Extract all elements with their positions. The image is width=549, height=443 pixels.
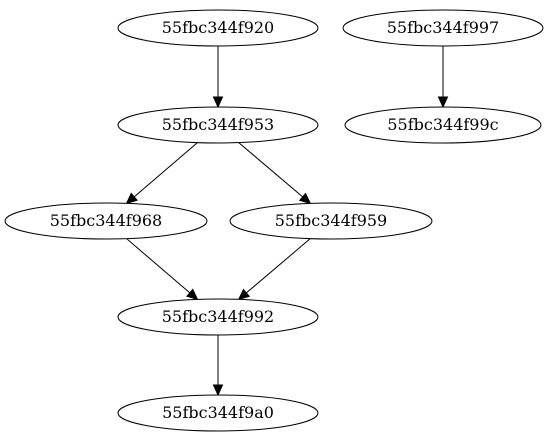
- nodes-layer: 55fbc344f920 55fbc344f997 55fbc344f953 55fb…: [4, 9, 544, 432]
- graph-node: 55fbc344f992: [117, 298, 319, 336]
- arrowhead-icon: [212, 96, 224, 109]
- graph-node: 55fbc344f953: [117, 106, 319, 144]
- graph-node: 55fbc344f959: [229, 202, 433, 240]
- node-ellipse: [117, 394, 319, 432]
- node-ellipse: [4, 202, 208, 240]
- arrowhead-icon: [298, 192, 312, 205]
- graph-node: 55fbc344f997: [342, 9, 544, 47]
- node-label: 55fbc344f920: [162, 18, 274, 37]
- arrowhead-icon: [212, 384, 224, 397]
- node-ellipse: [342, 9, 544, 47]
- edge-n953-n968: [125, 142, 198, 205]
- edge-n992-n9a0: [212, 335, 224, 397]
- arrowhead-icon: [186, 288, 199, 301]
- graph-node: 55fbc344f9a0: [117, 394, 319, 432]
- node-label: 55fbc344f992: [162, 307, 274, 326]
- node-label: 55fbc344f959: [275, 211, 387, 230]
- edge-n959-n992: [237, 238, 311, 301]
- node-ellipse: [117, 106, 319, 144]
- arrowhead-icon: [125, 192, 138, 205]
- arrowhead-icon: [437, 96, 449, 109]
- node-label: 55fbc344f9a0: [162, 403, 274, 422]
- graph-node: 55fbc344f920: [117, 9, 319, 47]
- node-ellipse: [344, 106, 542, 144]
- arrowhead-icon: [237, 288, 251, 301]
- graph-node: 55fbc344f99c: [344, 106, 542, 144]
- edge-n968-n992: [126, 238, 199, 301]
- node-ellipse: [117, 9, 319, 47]
- node-label: 55fbc344f997: [387, 18, 499, 37]
- graph-node: 55fbc344f968: [4, 202, 208, 240]
- node-label: 55fbc344f99c: [387, 115, 498, 134]
- edge-n953-n959: [238, 142, 312, 205]
- edges-layer: [125, 46, 449, 397]
- node-ellipse: [229, 202, 433, 240]
- node-label: 55fbc344f968: [50, 211, 162, 230]
- edge-line: [133, 142, 198, 198]
- edge-n920-n953: [212, 46, 224, 109]
- node-ellipse: [117, 298, 319, 336]
- edge-line: [126, 238, 191, 294]
- edge-n997-n99c: [437, 46, 449, 109]
- edge-line: [238, 142, 303, 198]
- node-label: 55fbc344f953: [162, 115, 274, 134]
- edge-line: [246, 238, 311, 294]
